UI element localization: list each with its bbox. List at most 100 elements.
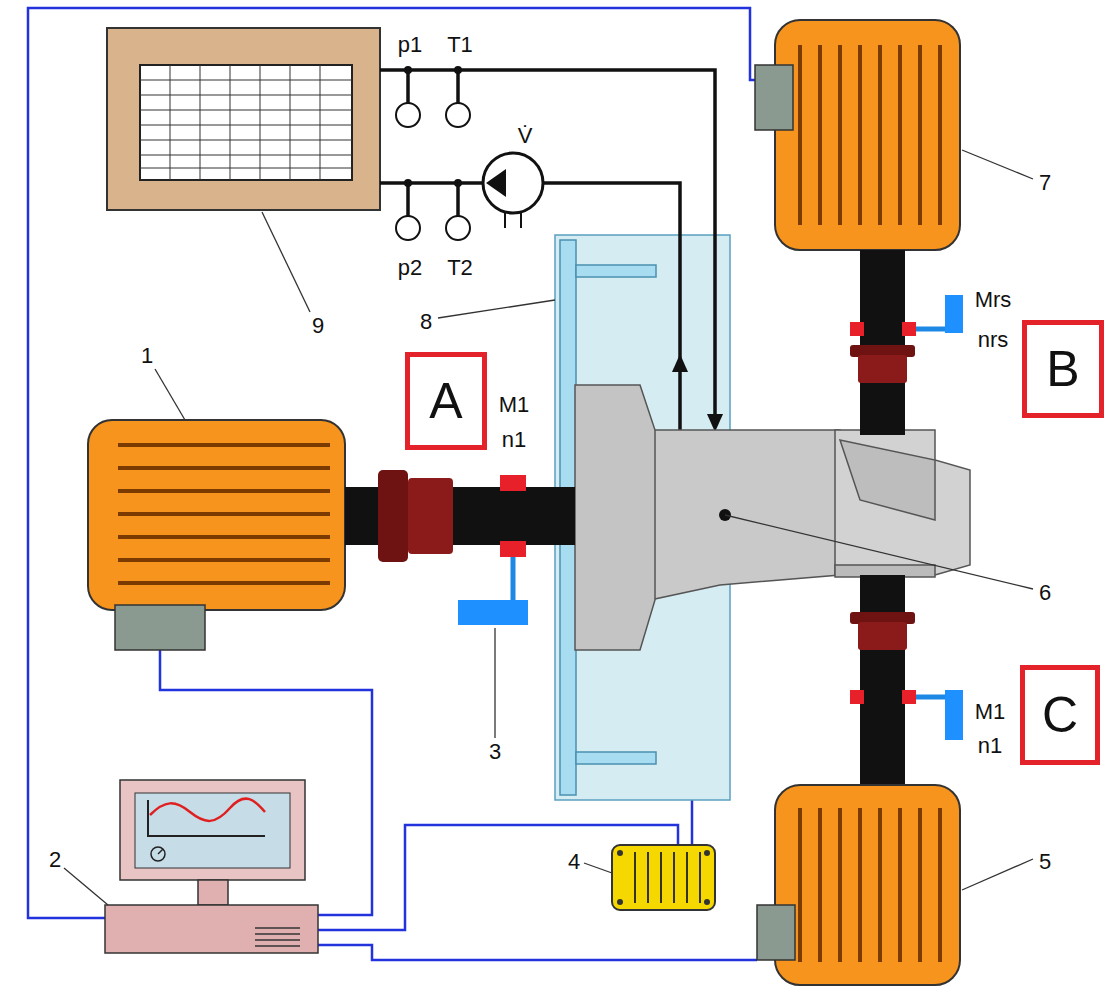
- control-unit: [617, 850, 623, 856]
- computer: [255, 927, 300, 929]
- output-shaft: [902, 322, 916, 336]
- control-unit: [612, 845, 715, 910]
- drive-motor: [118, 466, 330, 470]
- signal-label: Mrs: [975, 289, 1012, 311]
- measurement-unit: [170, 65, 171, 180]
- drive-motor: [118, 445, 330, 583]
- callout-number: 6: [1039, 582, 1051, 604]
- drive-motor: [118, 512, 330, 516]
- output-shaft: [850, 322, 864, 336]
- load-motor: [800, 45, 940, 225]
- control-unit: [686, 852, 688, 903]
- signal-label: nrs: [978, 329, 1009, 351]
- drive-motor: [88, 420, 345, 610]
- control-unit: [635, 852, 700, 903]
- flow-meter: [483, 153, 543, 213]
- computer: [105, 780, 318, 953]
- flow-meter: [483, 153, 543, 228]
- measurement-unit: [200, 65, 201, 180]
- signal-wire: [28, 8, 757, 918]
- leader-line: [64, 150, 1033, 905]
- signal-label: p2: [398, 257, 422, 279]
- callout-number: 1: [141, 345, 153, 367]
- output-shaft: [860, 575, 905, 790]
- load-motor: [798, 45, 802, 225]
- computer: [255, 928, 300, 946]
- marker-letter: A: [429, 376, 462, 426]
- load-motor: [838, 45, 842, 225]
- signal-label: n1: [978, 735, 1002, 757]
- output-shaft: [850, 690, 864, 704]
- callout-number: 7: [1039, 172, 1051, 194]
- gearbox: [835, 430, 970, 575]
- load-motor: [878, 45, 882, 225]
- oil-pipe: [380, 181, 483, 185]
- gearbox: [650, 430, 840, 600]
- signal-wire: [318, 945, 757, 960]
- sensor-gauge: [396, 103, 420, 127]
- signal-label: n1: [502, 429, 526, 451]
- oil-pipe: [406, 183, 410, 216]
- marker-box: B: [1022, 320, 1104, 418]
- load-motor: [755, 20, 960, 250]
- gearbox: [575, 385, 970, 650]
- load-motor: [757, 905, 795, 960]
- control-unit: [617, 899, 623, 905]
- leader-line: [494, 628, 495, 738]
- load-motor: [898, 45, 902, 225]
- leader-line: [64, 868, 108, 905]
- oil-pipe: [456, 70, 460, 103]
- callout-number: 8: [420, 311, 432, 333]
- computer: [255, 939, 300, 941]
- leader-line: [438, 300, 555, 318]
- computer: [158, 849, 163, 854]
- measurement-unit: [107, 28, 380, 210]
- measurement-unit: [140, 65, 352, 180]
- oil-pipe: [406, 70, 410, 103]
- load-motor: [858, 808, 862, 962]
- computer: [105, 905, 318, 953]
- measurement-unit: [140, 65, 352, 180]
- drive-motor: [118, 581, 330, 585]
- housing: [576, 265, 656, 277]
- output-shaft: [850, 250, 963, 435]
- load-motor: [858, 45, 862, 225]
- sensor-gauge: [396, 216, 420, 240]
- torque-sensor: [511, 557, 516, 600]
- load-motor: [938, 808, 942, 962]
- control-unit: [660, 852, 662, 903]
- computer: [150, 799, 265, 821]
- measurement-unit: [290, 65, 291, 180]
- marker-box: C: [1020, 665, 1100, 765]
- computer: [135, 793, 290, 868]
- load-motor: [757, 785, 960, 985]
- output-shaft: [850, 575, 963, 790]
- output-shaft: [916, 695, 945, 700]
- computer: [255, 933, 300, 935]
- sensor-gauge: [446, 103, 470, 127]
- load-motor: [878, 808, 882, 962]
- oil-pipe: [380, 70, 715, 430]
- leader-line: [262, 212, 310, 312]
- flow-meter: [520, 213, 522, 228]
- drive-motor: [118, 443, 330, 447]
- computer: [198, 880, 228, 905]
- load-motor: [775, 20, 960, 250]
- control-unit: [634, 852, 636, 903]
- marker-box: A: [405, 352, 487, 450]
- input-shaft: [408, 478, 453, 554]
- housing: [576, 752, 656, 764]
- pipe-arrow: [672, 354, 688, 372]
- callout-number: 5: [1039, 851, 1051, 873]
- signal-label: V̇: [518, 125, 533, 147]
- load-motor: [938, 45, 942, 225]
- control-unit: [612, 845, 715, 910]
- leader-line: [155, 369, 185, 420]
- marker-letter: C: [1042, 690, 1078, 740]
- torque-sensor: [458, 600, 528, 625]
- callout-number: 4: [568, 851, 580, 873]
- drive-motor: [115, 605, 205, 650]
- drive-motor: [118, 535, 330, 539]
- measurement-unit: [260, 65, 261, 180]
